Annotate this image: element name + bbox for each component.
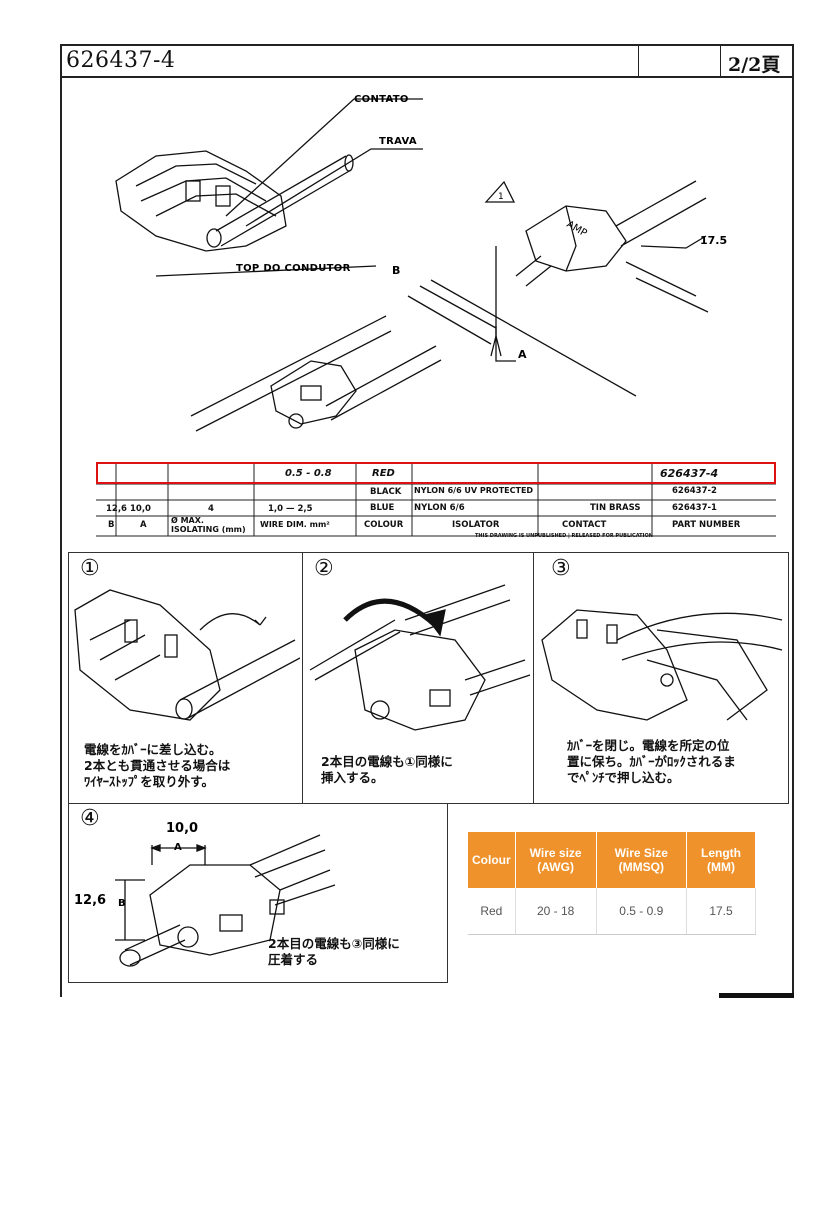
doc-number: 626437-4 — [66, 48, 176, 73]
label-contato: CONTATO — [354, 94, 409, 105]
drawing-footer: THIS DRAWING IS UNPUBLISHED | RELEASED F… — [475, 533, 653, 539]
spec-cell-mmsq: 0.5 - 0.9 — [596, 888, 688, 935]
step-4-text: 2本目の電線も③同様に 圧着する — [268, 936, 400, 967]
step-2-text: 2本目の電線も①同様に 挿入する。 — [321, 754, 453, 785]
cell-b-value: 12,6 — [106, 504, 127, 514]
cell-wire-dim: 1,0 — 2,5 — [268, 504, 313, 514]
cell-contact: TIN BRASS — [590, 503, 641, 513]
leader-contato — [225, 98, 423, 217]
spec-header-length: Length (MM) — [686, 832, 756, 888]
label-b: B — [392, 264, 400, 277]
cell-isolator-uv: NYLON 6/6 UV PROTECTED — [414, 486, 534, 495]
label-dim-17-5: 17.5 — [700, 234, 727, 247]
step-4-label-a: A — [174, 842, 182, 853]
step-4-dim-a: 10,0 — [166, 821, 198, 836]
spec-cell-colour: Red — [468, 888, 516, 935]
table-row: Red 20 - 18 0.5 - 0.9 17.5 — [468, 888, 756, 935]
step-4-dim-b: 12,6 — [74, 893, 106, 908]
connector-closed-body — [525, 205, 627, 272]
header-wire-dim: WIRE DIM. mm² — [260, 520, 330, 529]
bottom-bar — [719, 993, 794, 998]
cell-colour-red: RED — [372, 468, 395, 479]
spec-header-colour: Colour — [468, 832, 516, 888]
header-colour: COLOUR — [364, 520, 404, 530]
spec-header-mmsq: Wire Size (MMSQ) — [596, 832, 688, 888]
step-4-number: ④ — [80, 806, 100, 831]
cell-part-black: 626437-2 — [672, 486, 717, 496]
spec-cell-awg: 20 - 18 — [515, 888, 597, 935]
cell-wire-dim-red: 0.5 - 0.8 — [285, 468, 332, 479]
title-divider — [720, 46, 721, 76]
spec-header-row: Colour Wire size (AWG) Wire Size (MMSQ) … — [468, 832, 756, 888]
spec-header-awg: Wire size (AWG) — [515, 832, 597, 888]
label-a: A — [518, 348, 527, 361]
step-3-panel — [533, 552, 789, 804]
note-triangle — [484, 180, 516, 203]
label-trava: TRAVA — [379, 136, 417, 147]
header-part-number: PART NUMBER — [672, 520, 741, 530]
part-number-table-grid — [96, 462, 776, 537]
cell-isolator-nylon: NYLON 6/6 — [414, 503, 465, 513]
cell-a-value: 10,0 — [130, 504, 151, 514]
step-3-number: ③ — [551, 556, 571, 581]
cell-colour-black: BLACK — [370, 487, 402, 497]
header-b: B — [108, 520, 115, 530]
label-amp: AMP — [565, 219, 589, 239]
wire-bottom-b — [325, 345, 442, 421]
step-1-illustration — [74, 589, 300, 721]
step-1-text: 電線をｶﾊﾞｰに差し込む。 2本とも貫通させる場合は ﾜｲﾔｰｽﾄｯﾌﾟを取り外… — [84, 742, 231, 789]
header-max-isolating: Ø MAX. ISOLATING (mm) — [171, 516, 246, 534]
step-3-illustration — [541, 609, 783, 721]
page-number: 2/2頁 — [728, 54, 781, 76]
label-note-1: 1 — [498, 192, 504, 202]
spec-cell-length: 17.5 — [686, 888, 756, 935]
step-1-number: ① — [80, 556, 100, 581]
step-4-label-b: B — [118, 898, 126, 909]
wire-left-top — [215, 155, 352, 247]
wire-bottom-a — [190, 315, 392, 432]
step-2-illustration — [309, 584, 531, 731]
cell-colour-blue: BLUE — [370, 503, 395, 513]
step-2-number: ② — [314, 556, 334, 581]
spec-table: Colour Wire size (AWG) Wire Size (MMSQ) … — [468, 832, 756, 935]
label-top-condutor: TOP DO CONDUTOR — [236, 263, 351, 274]
leader-top-condutor — [155, 265, 377, 277]
step-3-text: ｶﾊﾞｰを閉じ。電線を所定の位 置に保ち。ｶﾊﾞｰがﾛｯｸされるま でﾍﾟﾝﾁで… — [567, 738, 736, 785]
header-contact: CONTACT — [562, 520, 607, 530]
wire-right-top — [615, 180, 707, 247]
cell-part-blue: 626437-1 — [672, 503, 717, 513]
wire-right-bottom — [515, 255, 552, 287]
cell-part-red: 626437-4 — [660, 467, 719, 480]
title-block — [60, 44, 794, 78]
header-isolator: ISOLATOR — [452, 520, 500, 530]
connector-drawing: CONTATO TRAVA TOP DO CONDUTOR B A 17.5 1… — [115, 94, 727, 432]
step-4-illustration: 10,0 A 12,6 B — [74, 821, 336, 967]
header-a: A — [140, 520, 147, 530]
connector-open-body — [115, 150, 287, 252]
cell-max-isolating: 4 — [208, 504, 214, 514]
leader-trava — [245, 148, 423, 227]
step-4-panel — [68, 803, 448, 983]
page-frame — [60, 44, 794, 997]
title-divider — [638, 46, 639, 76]
highlight-row — [96, 462, 776, 484]
connector-assembled-body — [270, 360, 357, 425]
